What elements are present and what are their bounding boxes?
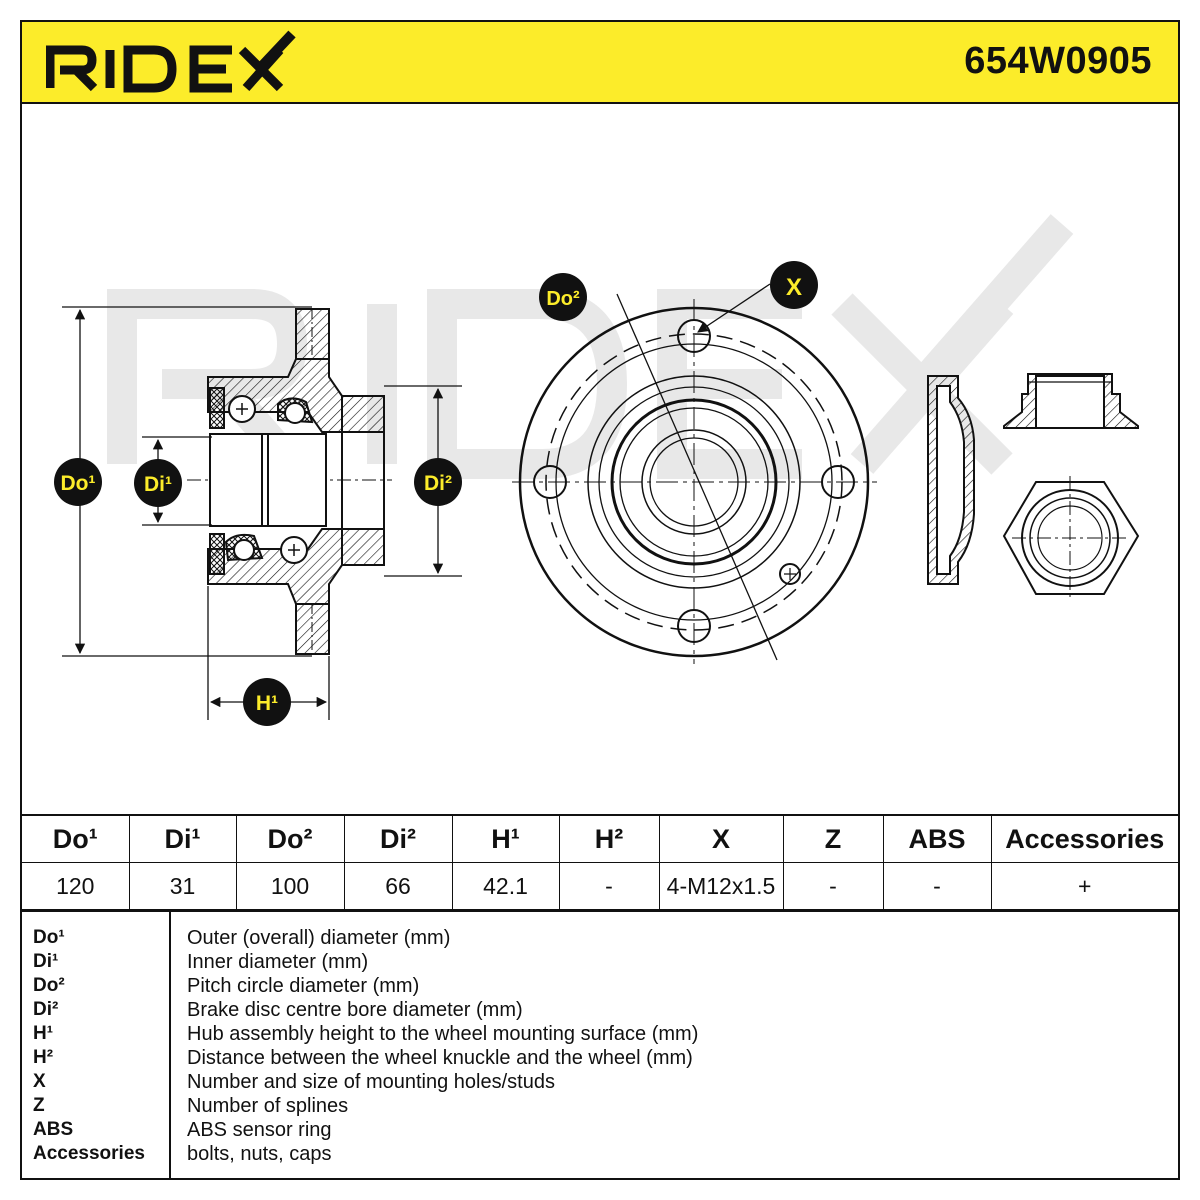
- spec-table: Do¹ Di¹ Do² Di² H¹ H² X Z ABS Accessorie…: [22, 814, 1178, 910]
- legend-desc: ABS sensor ring: [187, 1119, 332, 1141]
- legend-term: H²: [33, 1047, 54, 1068]
- dust-cap-view: [927, 375, 975, 585]
- ridex-watermark: [107, 214, 1074, 479]
- spec-header-x: X: [658, 814, 784, 863]
- legend-item: Z Number of splines: [22, 1094, 1178, 1118]
- legend-desc: Distance between the wheel knuckle and t…: [187, 1047, 693, 1069]
- spec-header-abs: ABS: [882, 814, 992, 863]
- badge-x-label: X: [786, 274, 802, 301]
- spec-value-di1: 31: [128, 862, 237, 910]
- legend-term: Z: [33, 1095, 45, 1116]
- legend-term: Di¹: [33, 951, 59, 972]
- legend-desc: Inner diameter (mm): [187, 951, 369, 973]
- hub-front-view: [512, 283, 877, 664]
- legend-item: Di² Brake disc centre bore diameter (mm): [22, 998, 1178, 1022]
- badge-di1-label: Di¹: [144, 473, 172, 496]
- legend-item: Do¹ Outer (overall) diameter (mm): [22, 926, 1178, 950]
- header-bar: 654W0905: [22, 22, 1178, 104]
- spec-header-accessories: Accessories: [990, 814, 1178, 863]
- legend-term: Do¹: [33, 927, 65, 948]
- badge-do1-label: Do¹: [61, 472, 96, 495]
- spec-value-x: 4-M12x1.5: [658, 862, 784, 910]
- legend-item: ABS ABS sensor ring: [22, 1118, 1178, 1142]
- spec-value-row: 120 31 100 66 42.1 - 4-M12x1.5 - - +: [22, 862, 1178, 910]
- badge-x: X: [770, 261, 818, 309]
- legend-item: Accessories bolts, nuts, caps: [22, 1142, 1178, 1166]
- badge-di2-label: Di²: [424, 472, 452, 495]
- badge-do2-label: Do²: [546, 288, 580, 310]
- legend-desc: Brake disc centre bore diameter (mm): [187, 999, 523, 1021]
- technical-drawing: Do¹ Di¹ Di² H¹: [54, 214, 1140, 726]
- spec-header-di2: Di²: [343, 814, 453, 863]
- hub-nut-side-view: [1003, 373, 1139, 429]
- spec-value-h2: -: [558, 862, 660, 910]
- spec-header-z: Z: [782, 814, 884, 863]
- spec-header-do1: Do¹: [22, 814, 130, 863]
- badge-h1-label: H¹: [256, 692, 278, 715]
- badge-do2: Do²: [539, 273, 587, 321]
- spec-header-h1: H¹: [451, 814, 560, 863]
- legend-term: Accessories: [33, 1143, 145, 1164]
- badge-di2: Di²: [414, 458, 462, 506]
- spec-value-do2: 100: [235, 862, 345, 910]
- badge-h1: H¹: [243, 678, 291, 726]
- legend-item: X Number and size of mounting holes/stud…: [22, 1070, 1178, 1094]
- part-number: 654W0905: [964, 40, 1152, 82]
- legend-desc: bolts, nuts, caps: [187, 1143, 332, 1165]
- legend-desc: Hub assembly height to the wheel mountin…: [187, 1023, 699, 1045]
- legend-item: H¹ Hub assembly height to the wheel moun…: [22, 1022, 1178, 1046]
- spec-value-abs: -: [882, 862, 992, 910]
- spec-value-accessories: +: [990, 862, 1178, 910]
- hub-nut-front-view: [1002, 476, 1140, 600]
- hub-section-view: [187, 308, 392, 655]
- ridex-logo: [46, 30, 296, 93]
- badge-do1: Do¹: [54, 458, 102, 506]
- legend-term: Do²: [33, 975, 65, 996]
- legend-term: ABS: [33, 1119, 74, 1140]
- legend-term: Di²: [33, 999, 59, 1020]
- spec-value-z: -: [782, 862, 884, 910]
- spec-header-row: Do¹ Di¹ Do² Di² H¹ H² X Z ABS Accessorie…: [22, 814, 1178, 863]
- legend-item: H² Distance between the wheel knuckle an…: [22, 1046, 1178, 1070]
- legend-desc: Number and size of mounting holes/studs: [187, 1071, 555, 1093]
- legend-desc: Number of splines: [187, 1095, 349, 1117]
- spec-value-h1: 42.1: [451, 862, 560, 910]
- legend-term: X: [33, 1071, 46, 1092]
- legend-item: Do² Pitch circle diameter (mm): [22, 974, 1178, 998]
- spec-value-do1: 120: [22, 862, 130, 910]
- spec-header-h2: H²: [558, 814, 660, 863]
- legend-desc: Outer (overall) diameter (mm): [187, 927, 451, 949]
- spec-value-di2: 66: [343, 862, 453, 910]
- legend-divider: [169, 912, 171, 1180]
- legend-item: Di¹ Inner diameter (mm): [22, 950, 1178, 974]
- spec-header-di1: Di¹: [128, 814, 237, 863]
- badge-di1: Di¹: [134, 459, 182, 507]
- legend-desc: Pitch circle diameter (mm): [187, 975, 420, 997]
- datasheet-frame: 654W0905: [20, 20, 1180, 1180]
- spec-header-do2: Do²: [235, 814, 345, 863]
- legend-term: H¹: [33, 1023, 54, 1044]
- legend: Do¹ Outer (overall) diameter (mm) Di¹ In…: [22, 910, 1178, 1182]
